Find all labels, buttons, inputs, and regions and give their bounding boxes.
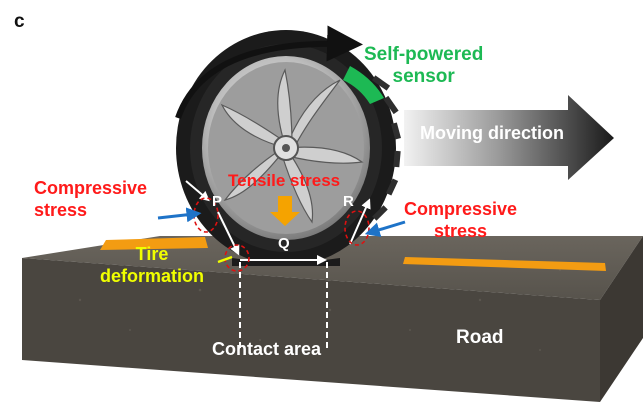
tire-deformation-label: Tire deformation [100,244,204,287]
contact-area-label: Contact area [212,340,321,358]
compressive-stress-left-label: Compressive stress [34,178,147,221]
compressive-stress-right-label: Compressive stress [404,199,517,242]
panel-label: c [14,12,25,31]
tensile-stress-label: Tensile stress [228,172,340,189]
point-p-label: P [212,194,222,209]
point-q-label: Q [278,236,290,251]
point-r-label: R [343,194,354,209]
road-label: Road [456,328,504,347]
moving-direction-label: Moving direction [420,124,564,142]
sensor-label: Self-powered sensor [364,44,483,88]
